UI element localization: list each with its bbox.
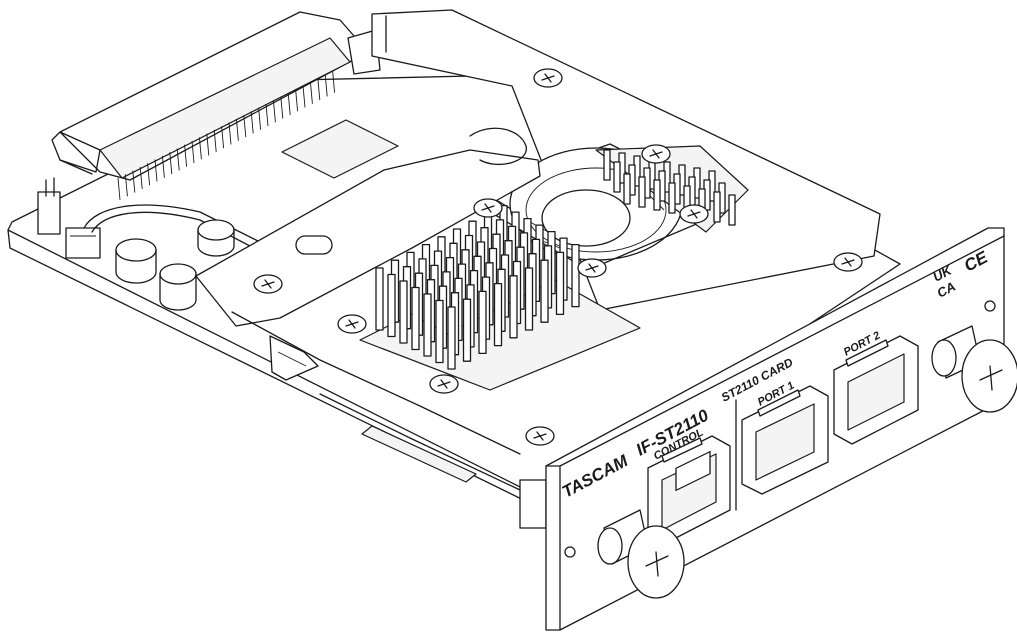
connector-pin [235,118,239,141]
connector-pin [295,89,299,112]
connector-pin [280,96,284,119]
connector-pin [324,74,328,97]
connector-pin [228,122,232,145]
heatsink-fin [399,280,408,344]
connector-pin [117,177,121,201]
connector-pin [309,81,313,104]
connector-pin [154,159,158,182]
connector-pin [132,170,136,193]
connector-pin [191,140,195,164]
heatsink-fin [555,251,565,316]
heatsink-fin [668,182,676,214]
heatsink-fin [435,299,444,364]
connector-pin [213,129,217,152]
connector-pin [302,85,306,108]
connector-pin [258,107,262,130]
thumbscrew-icon[interactable] [931,325,1017,413]
connector-pin [184,144,188,167]
heatsink-fin [713,191,721,223]
cable-harness [83,204,301,271]
screw-icon [525,426,555,446]
capacitors [115,219,235,311]
connector-pin [250,111,254,134]
connector-pin [221,126,225,149]
connector-pin [169,152,173,175]
port-2-jack[interactable] [833,335,919,445]
ic-chips [269,119,477,483]
heatsink-fin [653,179,661,211]
heatsink-fin [571,243,580,308]
heatsink-fin [478,290,487,355]
screw-icon [253,274,283,294]
screw-icon [533,68,563,88]
heatsink-fin [447,306,456,370]
header-pins [37,177,101,259]
connector-pin [206,133,210,156]
heatsink-fin [623,173,631,205]
port-control-jack[interactable] [647,435,731,543]
heatsink-fin [375,267,384,331]
heatsink-fin [411,286,420,351]
screw-icon [679,204,709,224]
connector-pin [147,163,151,186]
screw-icon [577,258,607,278]
connector-pin [265,103,269,127]
connector-pin [317,78,321,101]
connector-pin [287,92,291,115]
screw-icon [337,314,367,334]
screws [253,68,863,446]
heatsink-fin [524,267,534,331]
connector-pin [139,166,143,189]
heatsink-fin [613,161,621,193]
connector-pins [117,70,336,201]
thumbscrew-icon[interactable] [597,509,685,599]
heatsink-fin [603,149,611,181]
heatsink-fin [509,275,518,339]
connector-pin [176,148,180,171]
connector-pin [272,100,276,123]
heatsink-fin [387,273,396,338]
screw-icon [641,144,671,164]
heatsink-fin [423,293,432,357]
connector-pin [161,155,165,178]
connector-pin [198,137,202,160]
heatsink-fin [638,176,646,208]
heatsink-fin [540,259,549,323]
connector-pin [243,115,247,138]
heatsink-fin [493,282,503,347]
screw-icon [473,198,503,218]
connector-pin [332,70,336,93]
heatsink-fin [462,298,472,362]
lower-cabling [231,311,547,529]
port-1-jack[interactable] [741,385,829,495]
connector-pin [124,174,128,197]
screw-icon [833,252,863,272]
screw-icon [429,374,459,394]
heatsink-fin [728,194,736,226]
